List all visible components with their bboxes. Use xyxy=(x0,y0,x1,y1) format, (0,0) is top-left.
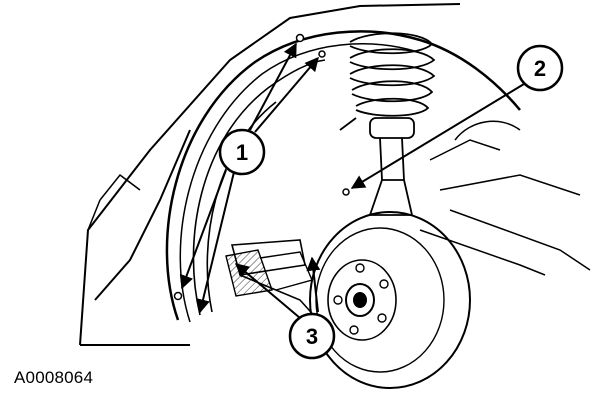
liner-screws xyxy=(173,33,350,301)
callout-1-leader-mid xyxy=(179,169,227,290)
callout-1: 1 xyxy=(218,128,266,176)
callout-3: 3 xyxy=(288,312,336,360)
callout-2-number: 2 xyxy=(534,56,546,81)
splash-shield-bracket xyxy=(225,249,313,297)
figure-id-label: A0008064 xyxy=(14,368,94,387)
suspension-arms xyxy=(419,120,591,276)
callout-1-leader-bottom xyxy=(196,171,235,314)
wheel-studs xyxy=(333,263,389,335)
callout-2-leader xyxy=(350,83,525,189)
fender-body xyxy=(79,3,461,346)
callout-3-number: 3 xyxy=(306,324,318,349)
callout-1-leader-top xyxy=(249,42,297,131)
brake-rotor xyxy=(309,211,471,389)
callout-1-leaders xyxy=(179,42,319,314)
callout-3-leader-right xyxy=(306,256,321,313)
callout-2: 2 xyxy=(516,44,564,92)
strut-and-spring xyxy=(339,32,436,216)
callout-3-leader-left xyxy=(234,263,301,319)
liner-screw-bottom xyxy=(173,291,183,301)
liner-screw-upper-right xyxy=(318,50,326,58)
callout-3-leaders xyxy=(234,256,321,319)
liner-clip-point xyxy=(342,188,350,196)
callout-1-leader-upper xyxy=(254,56,319,133)
liner-screw-top xyxy=(295,33,305,43)
wheel-arch-lip xyxy=(179,43,419,323)
callout-1-number: 1 xyxy=(236,140,248,165)
